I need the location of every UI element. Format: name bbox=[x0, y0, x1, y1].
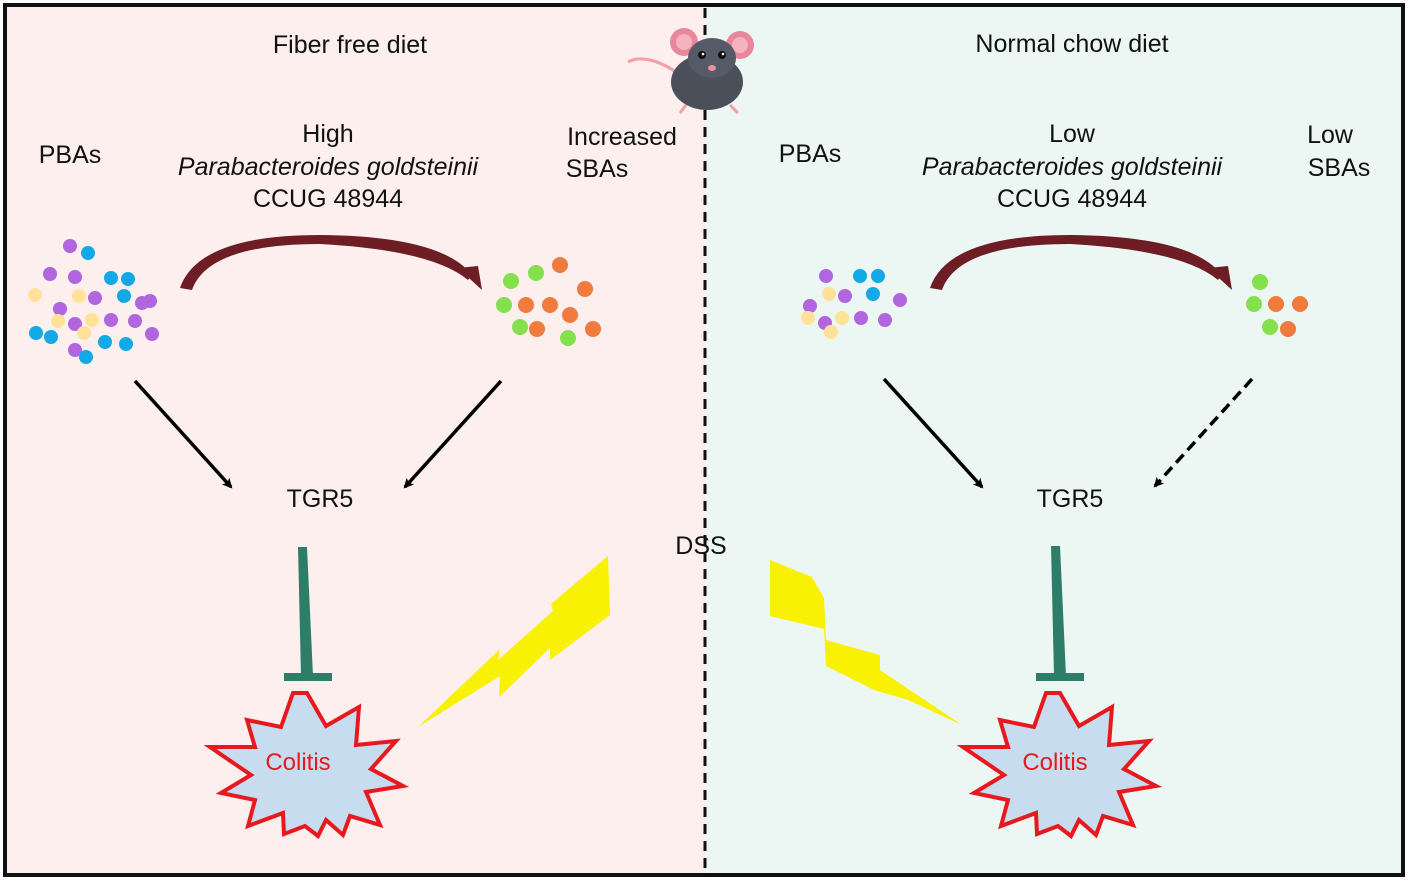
left-sbas-label-line1: Increased bbox=[567, 123, 677, 151]
left-colitis-burst bbox=[203, 691, 410, 840]
right-lightning-bolt bbox=[770, 560, 962, 725]
right-sbas-label-line1: Low bbox=[1307, 121, 1354, 149]
right-conversion-arrow bbox=[930, 235, 1232, 290]
left-panel-title: Fiber free diet bbox=[273, 31, 427, 59]
left-sbas-to-tgr5-arrow bbox=[403, 379, 503, 489]
right-receptor-label: TGR5 bbox=[1037, 485, 1104, 513]
left-bacteria-strain: CCUG 48944 bbox=[253, 185, 403, 213]
left-pbas-cluster bbox=[28, 239, 159, 364]
left-lightning-bolt bbox=[418, 556, 610, 727]
right-bacteria-name: Parabacteroides goldsteinii bbox=[922, 153, 1224, 181]
dss-label: DSS bbox=[675, 532, 726, 560]
right-outcome-label: Colitis bbox=[1022, 749, 1087, 776]
right-pbas-cluster bbox=[801, 269, 907, 339]
right-sbas-cluster bbox=[1246, 274, 1308, 337]
left-sbas-cluster bbox=[496, 257, 601, 346]
left-sbas-label-line2: SBAs bbox=[566, 155, 629, 183]
left-inhibition-symbol bbox=[284, 547, 332, 681]
left-pbas-label: PBAs bbox=[39, 141, 102, 169]
left-conversion-arrow bbox=[180, 235, 482, 290]
right-bacteria-strain: CCUG 48944 bbox=[997, 185, 1147, 213]
left-outcome-label: Colitis bbox=[265, 749, 330, 776]
right-bacteria-level: Low bbox=[1049, 120, 1096, 148]
left-receptor-label: TGR5 bbox=[287, 485, 354, 513]
right-pbas-to-tgr5-arrow bbox=[882, 377, 984, 489]
right-colitis-burst bbox=[956, 691, 1163, 840]
left-pbas-to-tgr5-arrow bbox=[133, 379, 233, 489]
left-bacteria-name: Parabacteroides goldsteinii bbox=[178, 153, 480, 181]
figure-border bbox=[3, 3, 1405, 877]
right-inhibition-symbol bbox=[1036, 546, 1084, 681]
right-panel-title: Normal chow diet bbox=[975, 30, 1168, 58]
mouse-icon bbox=[627, 28, 754, 115]
right-sbas-to-tgr5-dashed-arrow bbox=[1153, 377, 1254, 488]
left-bacteria-level: High bbox=[302, 120, 353, 148]
right-pbas-label: PBAs bbox=[779, 140, 842, 168]
right-sbas-label-line2: SBAs bbox=[1308, 154, 1371, 182]
